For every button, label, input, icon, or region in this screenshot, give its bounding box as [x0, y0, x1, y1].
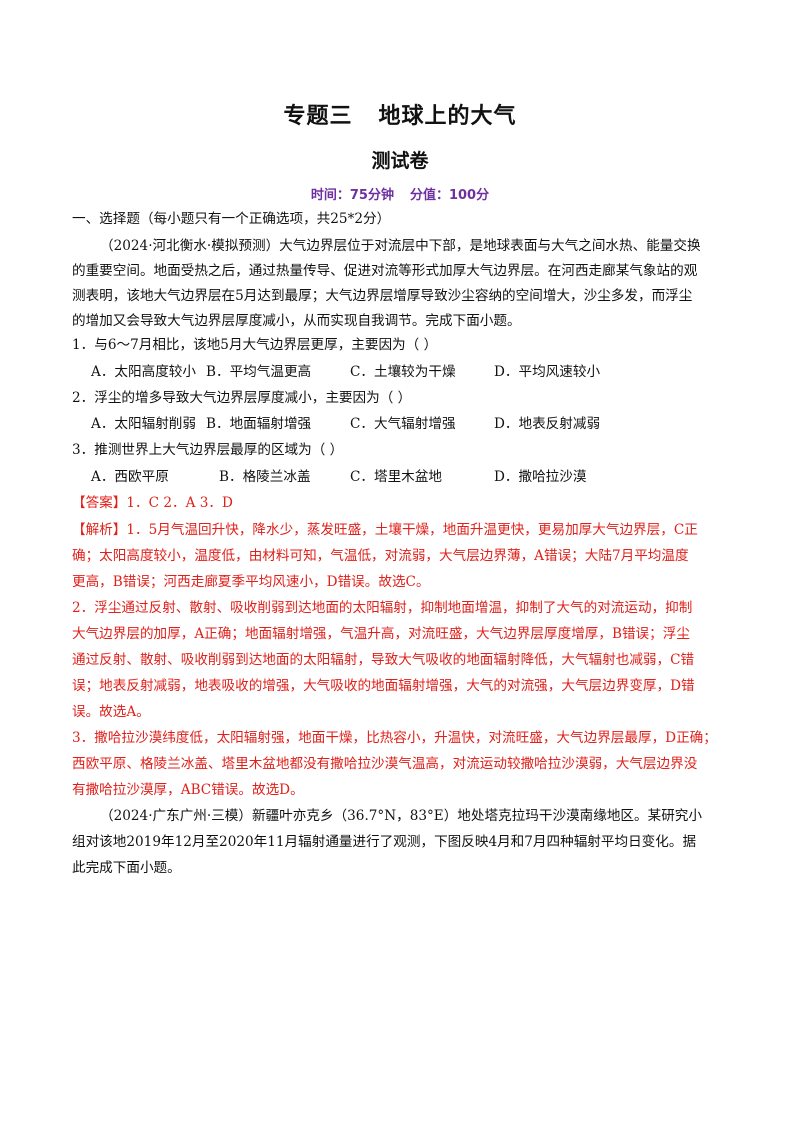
option-d: D．平均风速较小	[494, 364, 601, 380]
page-subtitle: 测试卷	[371, 150, 429, 172]
analysis-line: 2．浮尘通过反射、散射、吸收削弱到达地面的太阳辐射，抑制地面增温，抑制了大气的对…	[72, 600, 693, 616]
option-b: B．格陵兰冰盖	[219, 469, 311, 485]
option-c: C．大气辐射增强	[350, 416, 456, 432]
analysis-line: 误。故选A。	[72, 704, 150, 720]
question-1-stem: 1．与6～7月相比，该地5月大气边界层更厚，主要因为（ ）	[72, 337, 438, 353]
exam-meta: 时间：75分钟分值：100分	[0, 184, 800, 203]
section-title: 一、选择题（每小题只有一个正确选项，共25*2分）	[72, 211, 391, 227]
passage1-line: （2024·河北衡水·模拟预测）大气边界层位于对流层中下部，是地球表面与大气之间…	[100, 238, 701, 254]
question-2-options: A．太阳辐射削弱 B．地面辐射增强 C．大气辐射增强 D．地表反射减弱	[91, 415, 731, 433]
passage2-line: 此完成下面小题。	[72, 860, 181, 876]
option-a: A．太阳辐射削弱	[91, 416, 196, 432]
analysis-line: 3．撒哈拉沙漠纬度低，太阳辐射强，地面干燥，比热容小，升温快，对流旺盛，大气边界…	[72, 730, 717, 746]
option-c: C．土壤较为干燥	[350, 364, 456, 380]
analysis-line: 确；太阳高度较小，温度低，由材料可知，气温低，对流弱，大气层边界薄，A错误；大陆…	[72, 548, 689, 564]
passage2-line: （2024·广东广州·三模）新疆叶亦克乡（36.7°N，83°E）地处塔克拉玛干…	[100, 808, 702, 824]
analysis-line: 更高，B错误；河西走廊夏季平均风速小，D错误。故选C。	[72, 574, 430, 590]
passage2-line: 组对该地2019年12月至2020年11月辐射通量进行了观测，下图反映4月和7月…	[72, 834, 697, 850]
option-a: A．西欧平原	[91, 469, 169, 485]
option-b: B．地面辐射增强	[206, 416, 312, 432]
question-3-options: A．西欧平原 B．格陵兰冰盖 C．塔里木盆地 D．撒哈拉沙漠	[91, 468, 731, 486]
analysis-line: 【解析】1．5月气温回升快，降水少，蒸发旺盛，土壤干燥，地面升温更快，更易加厚大…	[72, 522, 698, 538]
page-title: 专题三地球上的大气	[0, 98, 800, 130]
analysis-line: 大气边界层的加厚，A正确；地面辐射增强，气温升高，对流旺盛，大气边界层厚度增厚，…	[72, 626, 690, 642]
question-3-stem: 3．推测世界上大气边界层最厚的区域为（ ）	[72, 442, 344, 458]
option-d: D．地表反射减弱	[494, 416, 601, 432]
option-c: C．塔里木盆地	[350, 469, 442, 485]
analysis-line: 西欧平原、格陵兰冰盖、塔里木盆地都没有撒哈拉沙漠气温高，对流运动较撒哈拉沙漠弱，…	[72, 756, 698, 772]
analysis-line: 误；地表反射减弱，地表吸收的增强，大气吸收的地面辐射增强，大气的对流强，大气层边…	[72, 678, 695, 694]
title-subject: 地球上的大气	[378, 104, 517, 129]
title-topic: 专题三	[283, 104, 353, 129]
passage1-line: 的增加又会导致大气边界层厚度减小，从而实现自我调节。完成下面小题。	[72, 313, 521, 329]
answer-line: 【答案】1．C 2．A 3．D	[72, 495, 233, 511]
score-label: 分值：100分	[409, 188, 490, 203]
analysis-line: 有撒哈拉沙漠厚，ABC错误。故选D。	[72, 782, 304, 798]
option-d: D．撒哈拉沙漠	[494, 469, 587, 485]
analysis-line: 通过反射、散射、吸收削弱到达地面的太阳辐射，导致大气吸收的地面辐射降低，大气辐射…	[72, 652, 695, 668]
option-a: A．太阳高度较小	[91, 364, 196, 380]
time-label: 时间：75分钟	[310, 188, 394, 203]
option-b: B．平均气温更高	[206, 364, 312, 380]
question-1-options: A．太阳高度较小 B．平均气温更高 C．土壤较为干燥 D．平均风速较小	[91, 363, 731, 381]
passage1-line: 测表明，该地大气边界层在5月达到最厚；大气边界层增厚导致沙尘容纳的空间增大，沙尘…	[72, 288, 693, 304]
passage1-line: 的重要空间。地面受热之后，通过热量传导、促进对流等形式加厚大气边界层。在河西走廊…	[72, 263, 698, 279]
question-2-stem: 2．浮尘的增多导致大气边界层厚度减小，主要因为（ ）	[72, 390, 412, 406]
